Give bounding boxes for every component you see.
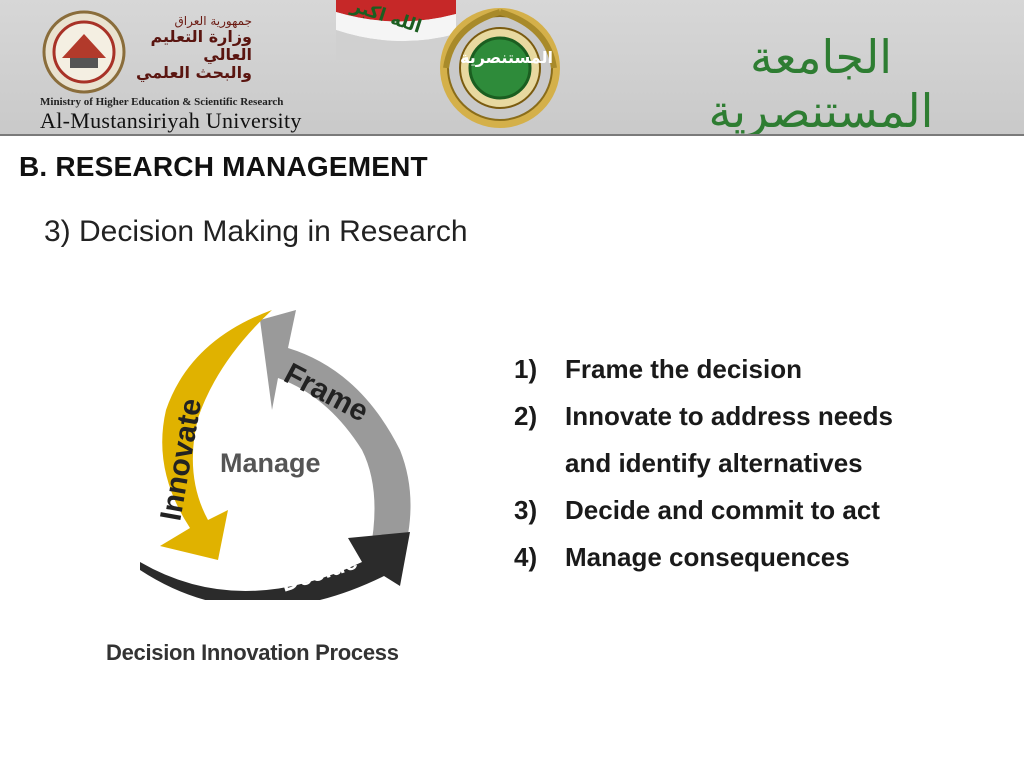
step-text: Decide and commit to act xyxy=(565,495,880,525)
step-number: 1) xyxy=(514,354,538,384)
arabic-ministry-line1: وزارة التعليم العالي xyxy=(150,27,252,64)
list-item: 2) Innovate to address needs xyxy=(514,393,893,440)
ministry-name: Ministry of Higher Education & Scientifi… xyxy=(40,96,284,108)
arabic-republic: جمهورية العراق xyxy=(174,14,252,28)
decision-cycle-diagram: Frame Innovate Decide Manage xyxy=(140,310,411,600)
diagram-caption: Decision Innovation Process xyxy=(106,640,399,665)
iraq-flag xyxy=(336,0,456,60)
ministry-logo xyxy=(42,10,126,94)
step-text: Frame the decision xyxy=(565,354,802,384)
list-item: 4) Manage consequences xyxy=(514,534,893,581)
step-number: 4) xyxy=(514,542,538,572)
list-item: and identify alternatives xyxy=(514,440,893,487)
list-item: 3) Decide and commit to act xyxy=(514,487,893,534)
arabic-ministry-line2: والبحث العلمي xyxy=(136,63,252,82)
university-calligraphy: الجامعة المستنصرية xyxy=(708,30,934,136)
university-seal xyxy=(440,8,560,128)
decision-steps-list: 1) Frame the decision 2) Innovate to add… xyxy=(514,346,893,581)
frame-arrow xyxy=(260,310,411,560)
decide-arrow xyxy=(140,532,410,600)
university-name: Al-Mustansiriyah University xyxy=(40,108,302,133)
banner-divider xyxy=(0,134,1024,136)
header-banner: جمهورية العراق وزارة التعليم العالي والب… xyxy=(0,0,1024,136)
innovate-arrow xyxy=(160,310,272,560)
seal-inscription: المستنصرية xyxy=(460,48,553,67)
slide-subtitle: 3) Decision Making in Research xyxy=(44,215,468,248)
section-title: B. RESEARCH MANAGEMENT xyxy=(19,151,428,182)
manage-label: Manage xyxy=(220,448,321,478)
step-text: and identify alternatives xyxy=(565,448,863,478)
step-text: Innovate to address needs xyxy=(565,401,893,431)
ministry-arabic-text: جمهورية العراق وزارة التعليم العالي والب… xyxy=(132,14,252,82)
step-number: 3) xyxy=(514,495,538,525)
step-text: Manage consequences xyxy=(565,542,850,572)
list-item: 1) Frame the decision xyxy=(514,346,893,393)
step-number: 2) xyxy=(514,401,538,431)
